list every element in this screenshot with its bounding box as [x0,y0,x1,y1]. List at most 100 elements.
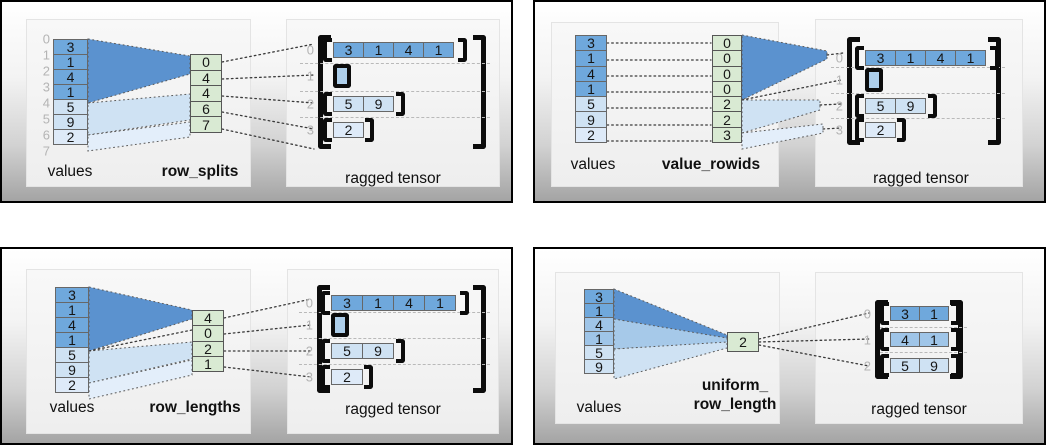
value-cell: 1 [575,80,607,98]
tensor-row-index: 1 [863,332,871,347]
method-label: row_splits [161,163,239,180]
value-cell: 5 [584,345,614,360]
row-open-bracket [865,68,874,92]
value-cell: 5 [53,99,88,115]
method-cell: 0 [192,325,224,342]
tensor-row-index: 1 [306,68,314,84]
tensor-row-index: 3 [306,122,314,138]
tensor-row-index: 0 [863,306,871,321]
method-cell: 4 [190,85,222,102]
tensor-row-separator [880,327,967,328]
value-index: 4 [42,95,50,111]
method-cell: 4 [192,310,224,327]
tensor-outer-left-bracket [318,35,331,149]
row-close-bracket [365,118,374,142]
tensor-outer-right-bracket [473,285,486,393]
row-open-bracket [323,92,332,116]
value-index: 7 [42,143,50,159]
tensor-row-index: 0 [835,50,843,66]
method-label-line: uniform_ [701,377,769,394]
value-cell: 2 [575,126,607,144]
empty-row-fill [334,317,346,333]
value-cell: 3 [55,287,89,303]
value-index: 0 [42,31,50,47]
tensor-row-separator [880,352,967,353]
tensor-cell: 4 [393,295,425,311]
method-cell: 0 [712,65,742,82]
row-open-bracket [880,354,889,377]
row-open-bracket [323,38,332,62]
row-open-bracket [855,118,864,142]
row-open-bracket [880,328,889,351]
tensor-outer-left-bracket [317,285,330,393]
value-cell: 9 [575,111,607,128]
value-cell: 1 [55,332,89,348]
value-cell: 1 [584,331,614,346]
tensor-row-index: 0 [306,42,314,58]
tensor-row-index: 3 [835,122,843,138]
tensor-row-separator [300,117,490,118]
tensor-row-index: 0 [305,295,313,311]
row-close-bracket [951,328,960,351]
tensor-row-separator [299,338,490,339]
tensor-cell: 1 [919,306,949,321]
row-open-bracket [323,118,332,142]
value-index: 2 [42,63,50,79]
tensor-cell: 1 [955,50,986,66]
tensor-cell: 4 [393,42,424,58]
tensor-cell: 2 [331,369,363,385]
tensor-cell: 2 [333,122,364,138]
value-cell: 9 [584,359,614,374]
tensor-cell: 1 [362,295,394,311]
row-open-bracket [333,64,342,88]
method-cell: 2 [712,96,742,113]
value-cell: 1 [55,302,89,318]
value-cell: 4 [584,317,614,332]
row-close-bracket [874,68,883,92]
values-label: values [47,163,93,180]
value-cell: 3 [53,39,88,55]
tensor-row-index: 2 [863,358,871,373]
tensor-cell: 1 [424,295,456,311]
tensor-cell: 9 [919,358,949,373]
value-cell: 3 [575,35,607,52]
row-close-bracket [460,291,469,315]
tensor-cell: 5 [333,96,364,112]
tensor-row-index: 1 [305,317,313,333]
tensor-cell: 3 [331,295,363,311]
method-cell: 4 [190,69,222,87]
tensor-row-index: 3 [305,369,313,385]
value-cell: 2 [53,129,88,145]
tensor-cell: 9 [362,343,394,359]
values-label: values [576,399,622,416]
row-close-bracket [340,313,349,337]
tensor-row-separator [831,118,1005,119]
row-open-bracket [880,302,889,325]
value-cell: 1 [53,54,88,70]
empty-row-fill [336,68,348,84]
value-cell: 1 [53,84,88,100]
value-cell: 4 [55,317,89,333]
ragged-tensor-label: ragged tensor [871,401,967,418]
value-cell: 1 [575,50,607,67]
tensor-row: 2 [333,122,364,138]
tensor-cell: 4 [925,50,956,66]
value-index: 3 [42,79,50,95]
value-cell: 5 [55,347,89,363]
tensor-row-separator [831,93,1005,94]
row-open-bracket [321,365,330,389]
row-open-bracket [855,46,864,70]
value-cell: 2 [55,377,89,393]
method-cell: 0 [190,54,222,71]
tensor-row-index: 2 [305,343,313,359]
